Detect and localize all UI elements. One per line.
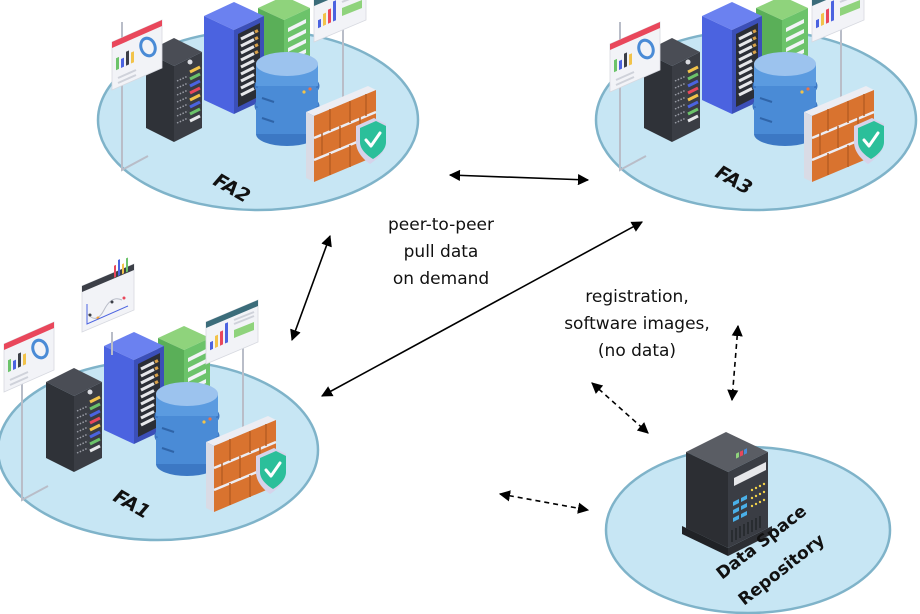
node-fa2: FA2 [98,0,418,210]
edge-fa3-repo [727,324,743,402]
fa1-dashboard-panel [2,320,56,394]
peer-annotation-line-1: peer-to-peer [388,215,494,235]
edge-fa2-repo [591,382,649,434]
repo-annotation-line-2: software images, [564,314,710,334]
fa2-dashboard-panel-2 [313,0,367,43]
fa3-dashboard-panel-2 [811,0,865,43]
node-fa3: FA3 [596,0,916,210]
edge-fa1-repo [498,490,590,514]
edge-fa1-fa3 [321,221,643,397]
repo-annotation-line-1: registration, [585,287,689,307]
repository-annotation: registration, software images, (no data) [542,284,732,365]
server-icon [682,432,772,556]
edges [290,169,743,514]
peer-annotation-line-2: pull data [403,242,479,262]
peer-to-peer-annotation: peer-to-peer pull data on demand [366,212,516,293]
fa1-dashboard-panel-line [81,257,135,333]
fa1-dashboard-panel-2 [205,299,259,365]
peer-annotation-line-3: on demand [392,269,490,289]
node-fa1: FA1 [0,257,318,540]
repo-annotation-line-3: (no data) [597,341,677,361]
edge-fa2-fa1 [290,234,332,342]
node-repo: Data Space Repository [604,432,892,614]
edge-fa2-fa3 [448,169,590,186]
